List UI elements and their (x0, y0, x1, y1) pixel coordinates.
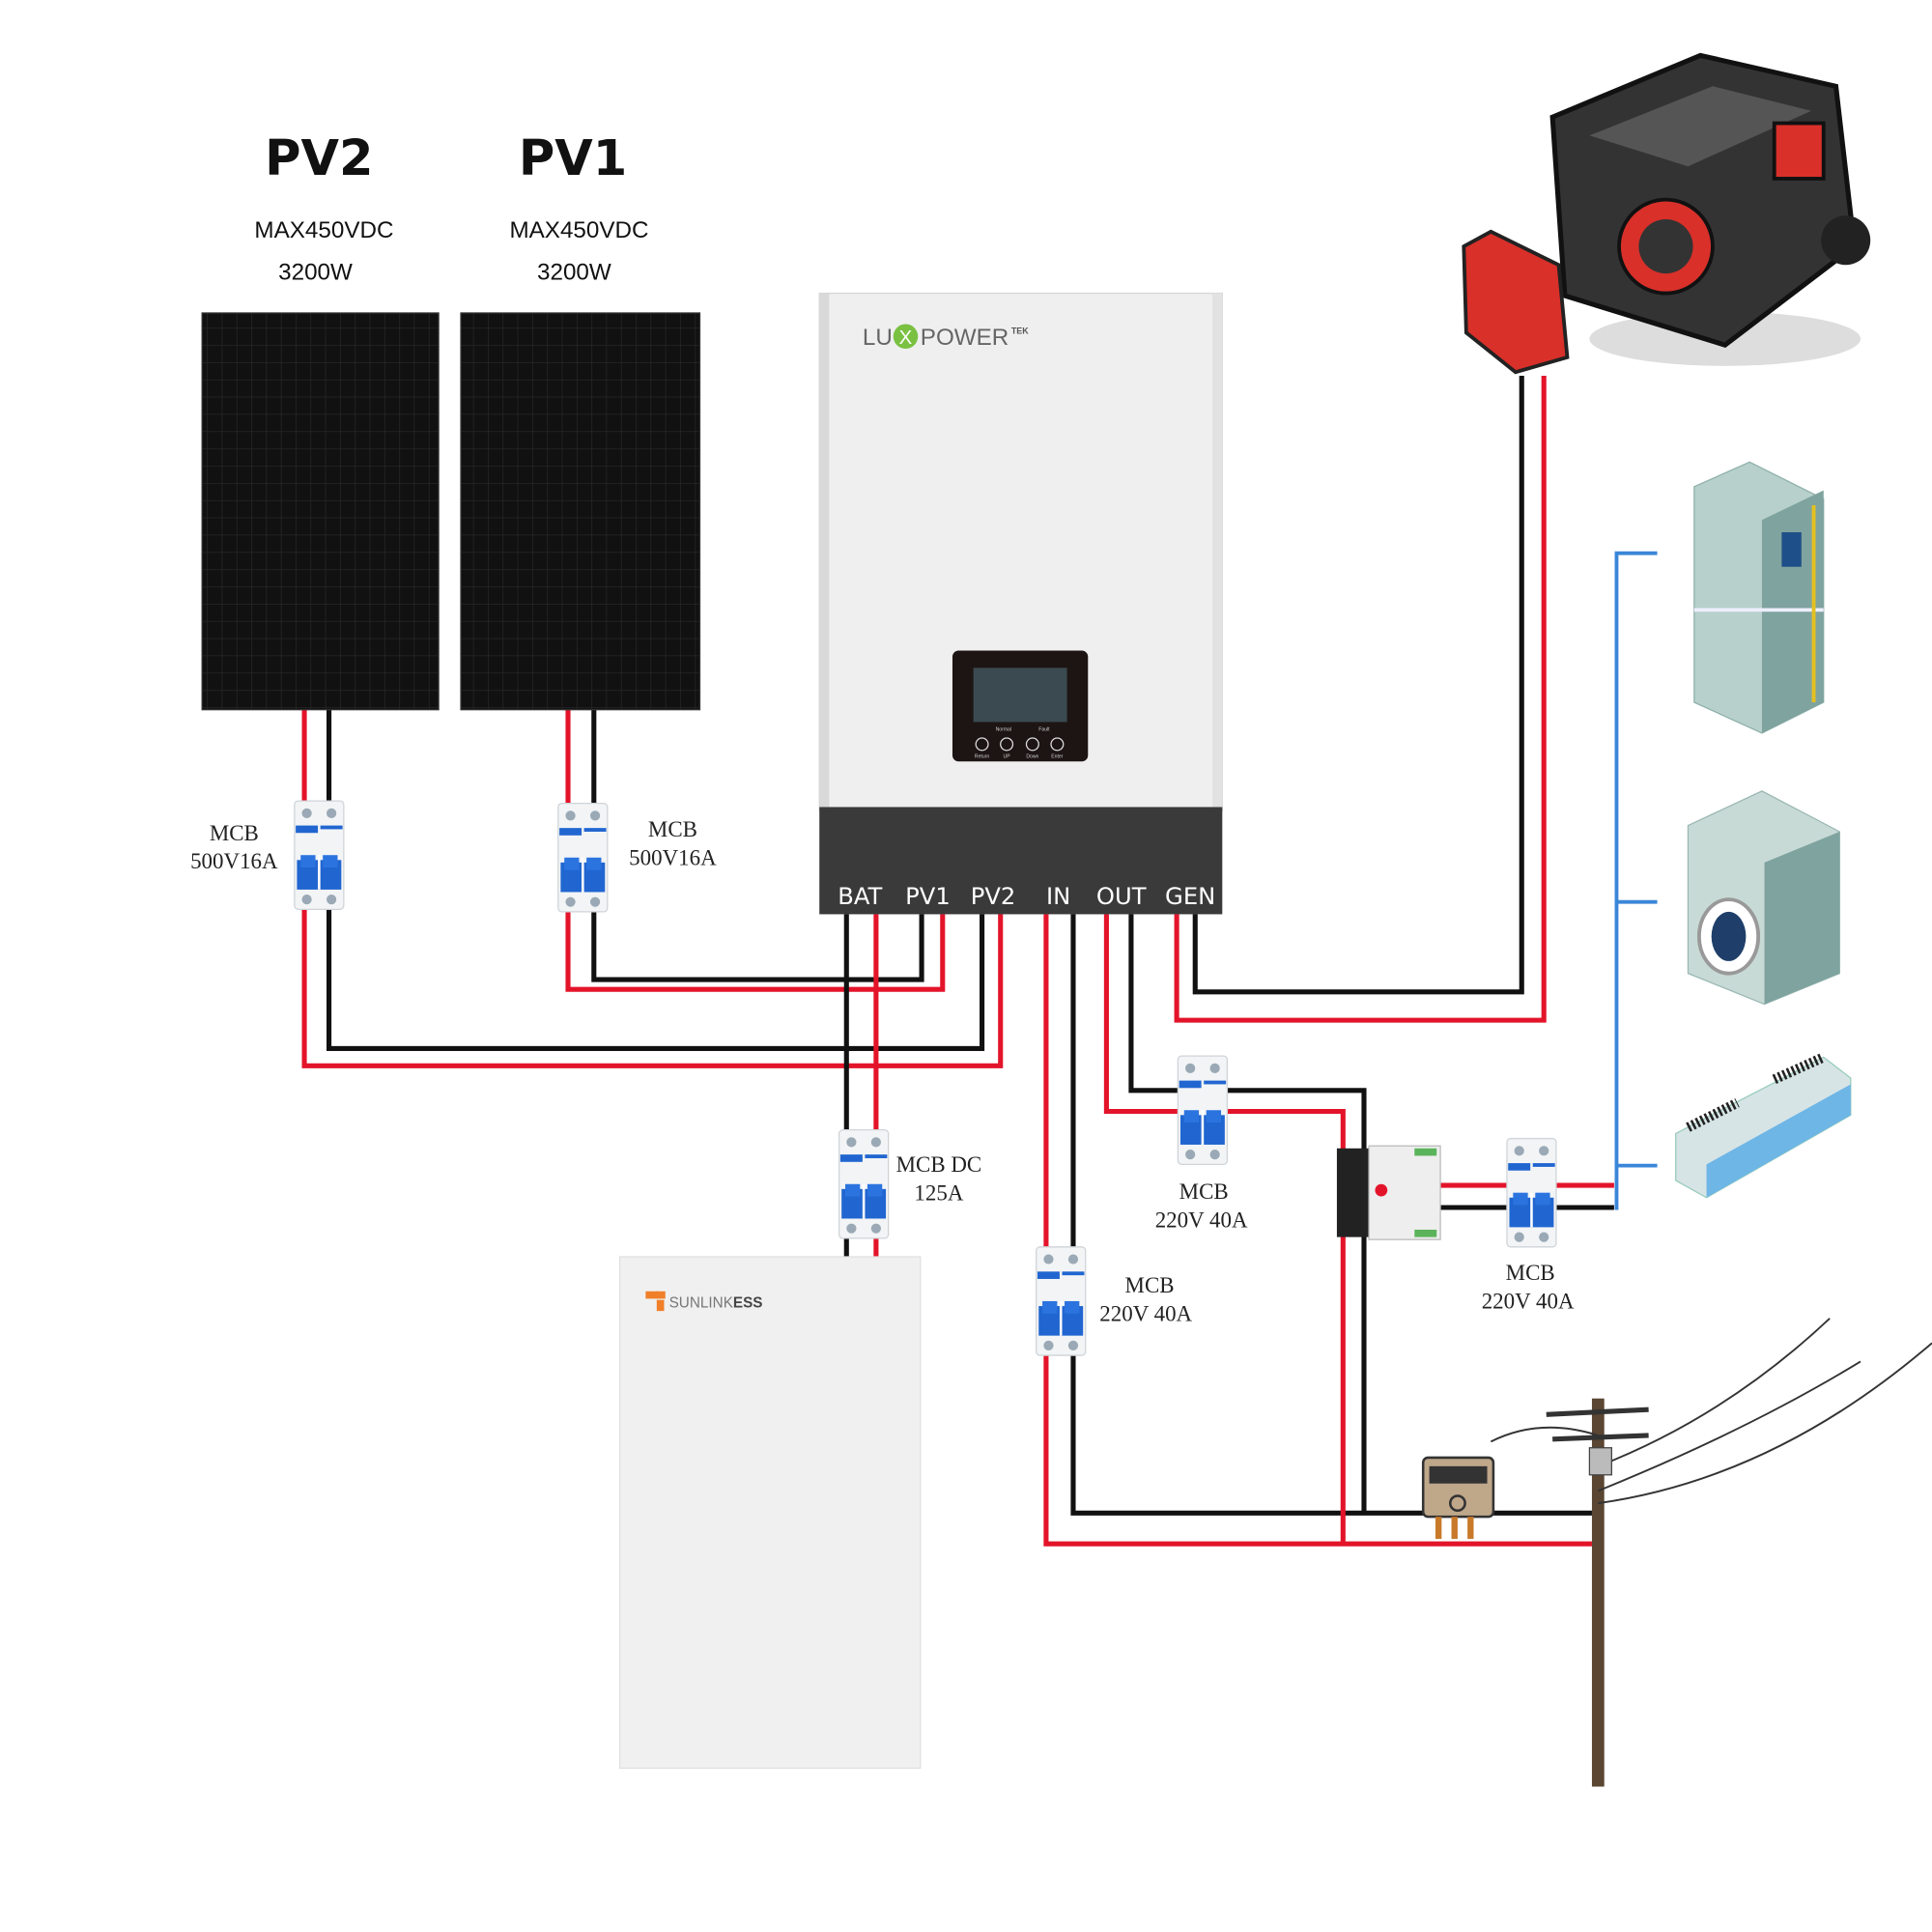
sunlink-wordmark: SUNLINKESS (669, 1294, 763, 1311)
port-pv1: PV1 (905, 883, 951, 910)
svg-text:Return: Return (975, 753, 989, 759)
electric-meter-icon (1421, 1456, 1495, 1540)
pv1-power: 3200W (537, 260, 611, 286)
svg-text:UP: UP (1004, 753, 1011, 759)
logo-lu: LU (863, 325, 893, 351)
grid-input-wiring (1043, 914, 1592, 1547)
pv1-breaker-label: MCB (648, 817, 697, 841)
logo-x: X (899, 327, 913, 349)
grid-input-breaker-rating: 220V 40A (1099, 1301, 1192, 1325)
generator-icon (1549, 52, 1871, 366)
generator-wiring (1174, 376, 1547, 1023)
refrigerator-icon (1693, 461, 1825, 734)
port-out: OUT (1096, 883, 1147, 910)
port-pv2: PV2 (971, 883, 1016, 910)
washing-machine-icon (1687, 790, 1840, 1006)
return-button[interactable]: Return (975, 737, 989, 759)
pv1-panel-group: PV1 MAX450VDC 3200W (460, 130, 701, 711)
pv1-breaker[interactable] (556, 802, 610, 914)
pv1-title: PV1 (519, 130, 627, 187)
inverter-display-panel: Normal Fault Return UP Down Enter (952, 650, 1089, 762)
port-gen: GEN (1165, 883, 1215, 910)
battery-breaker-rating: 125A (914, 1180, 963, 1205)
fault-indicator-label: Fault (1038, 726, 1050, 732)
pv1-breaker-rating: 500V16A (629, 845, 717, 869)
pv2-breaker[interactable] (293, 799, 346, 911)
load-breaker-label: MCB (1506, 1261, 1555, 1285)
up-button[interactable]: UP (1000, 737, 1014, 759)
load-breaker-rating: 220V 40A (1482, 1290, 1575, 1314)
output-breaker[interactable] (1177, 1054, 1229, 1166)
grid-input-breaker[interactable] (1035, 1245, 1087, 1357)
down-button[interactable]: Down (1025, 737, 1039, 759)
load-wiring (1438, 551, 1658, 1210)
pv2-power: 3200W (278, 260, 353, 286)
utility-pole-icon (1490, 1318, 1932, 1787)
port-bat: BAT (838, 883, 882, 910)
pv2-breaker-label: MCB (210, 821, 259, 845)
air-conditioner-icon (1675, 1052, 1852, 1199)
pv1-solar-panel (460, 312, 701, 711)
battery-breaker[interactable] (838, 1128, 890, 1240)
lcd-screen (973, 668, 1067, 723)
svg-text:Enter: Enter (1051, 753, 1063, 759)
grid-input-breaker-label: MCB (1125, 1273, 1175, 1297)
load-breaker[interactable] (1505, 1137, 1558, 1249)
fuel-can-icon (1462, 229, 1570, 375)
pv2-voltage: MAX450VDC (254, 217, 393, 243)
pv2-breaker-rating: 500V16A (190, 849, 278, 873)
port-in: IN (1046, 883, 1070, 910)
inverter-port-band (819, 807, 1223, 915)
ats-switch[interactable] (1336, 1145, 1441, 1240)
pv2-title: PV2 (265, 130, 373, 187)
sunlink-logo: SUNLINKESS (645, 1291, 763, 1311)
svg-text:Down: Down (1026, 753, 1038, 759)
normal-indicator-label: Normal (996, 726, 1011, 732)
pv2-panel-group: PV2 MAX450VDC 3200W (201, 130, 440, 711)
enter-button[interactable]: Enter (1050, 737, 1065, 759)
battery-breaker-label: MCB DC (896, 1152, 982, 1177)
pv1-voltage: MAX450VDC (509, 217, 648, 243)
output-breaker-label: MCB (1179, 1179, 1229, 1204)
output-breaker-rating: 220V 40A (1155, 1208, 1248, 1232)
battery: SUNLINKESS (618, 1256, 922, 1769)
pv2-solar-panel (201, 312, 440, 711)
